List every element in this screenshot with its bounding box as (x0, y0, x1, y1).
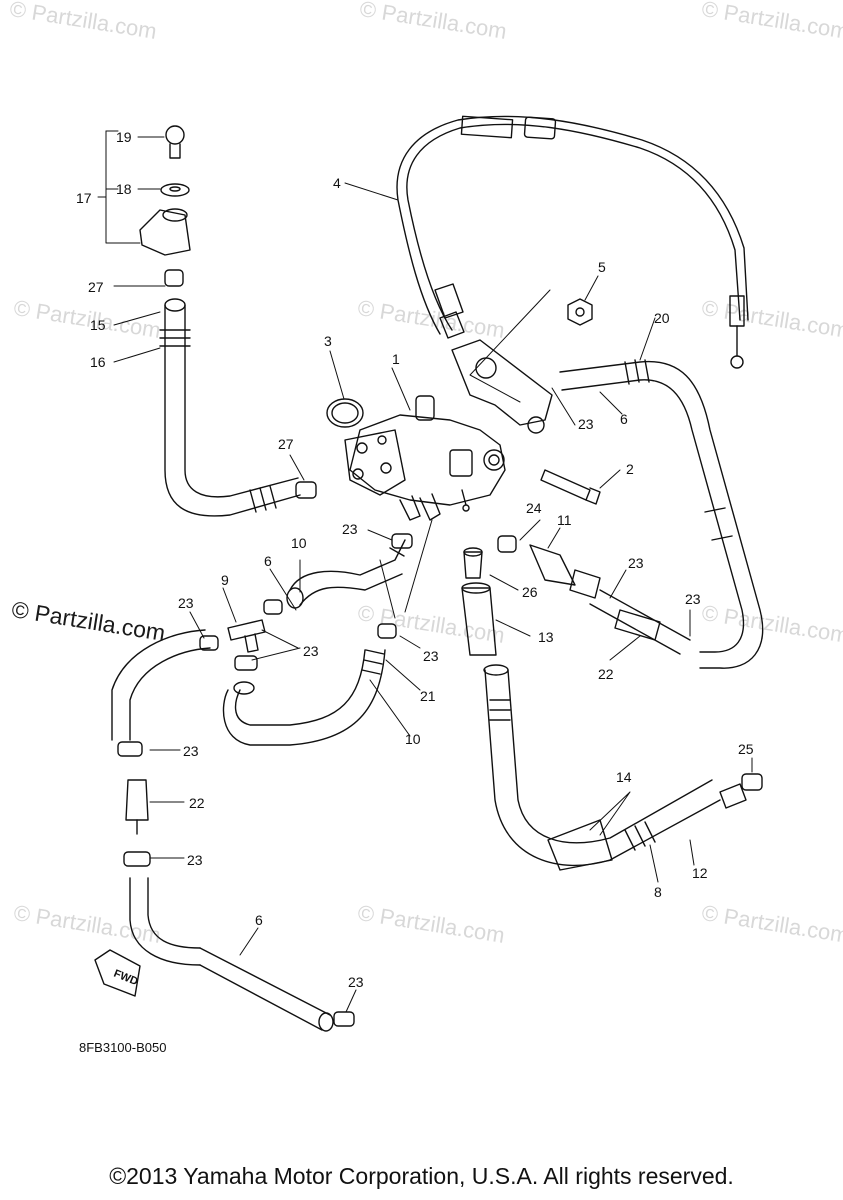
strainer-part-11 (529, 544, 601, 599)
callout-25: 25 (738, 741, 754, 757)
callouts: 1 2 3 4 5 6 6 6 8 9 10 10 11 12 13 14 15… (76, 129, 754, 990)
o-ring-part-3 (326, 398, 364, 428)
filter-part-22 (589, 589, 691, 655)
hose-part-10 (222, 539, 406, 746)
fwd-arrow-icon (94, 949, 141, 997)
oil-pump-part-1 (344, 339, 553, 521)
washer-part-18 (160, 183, 190, 197)
clip-part-27 (164, 269, 184, 287)
clip-part-23-center (391, 533, 413, 549)
callout-27b: 27 (278, 436, 294, 452)
callout-6c: 6 (255, 912, 263, 928)
copyright-text: ©2013 Yamaha Motor Corporation, U.S.A. A… (109, 1163, 734, 1189)
callout-23f: 23 (628, 555, 644, 571)
callout-20: 20 (654, 310, 670, 326)
callout-22a: 22 (598, 666, 614, 682)
fwd-label: FWD (112, 968, 140, 989)
callout-9: 9 (221, 572, 229, 588)
callout-12: 12 (692, 865, 708, 881)
callout-23c: 23 (178, 595, 194, 611)
callout-13: 13 (538, 629, 554, 645)
callout-23d: 23 (303, 643, 319, 659)
cable-part-4 (396, 115, 749, 369)
hose-part-6-left (111, 629, 355, 1032)
callout-27a: 27 (88, 279, 104, 295)
callout-3: 3 (324, 333, 332, 349)
holder-part-17 (139, 208, 191, 256)
callout-10a: 10 (291, 535, 307, 551)
callout-23h: 23 (183, 743, 199, 759)
callout-18: 18 (116, 181, 132, 197)
callout-17: 17 (76, 190, 92, 206)
clip-part-25 (741, 773, 763, 791)
callout-2: 2 (626, 461, 634, 477)
hose-part-16 (159, 298, 301, 517)
callout-6b: 6 (264, 553, 272, 569)
leader-lines (97, 130, 753, 1013)
callout-1: 1 (392, 351, 400, 367)
callout-10b: 10 (405, 731, 421, 747)
callout-26: 26 (522, 584, 538, 600)
callout-23a: 23 (578, 416, 594, 432)
callout-24: 24 (526, 500, 542, 516)
callout-21: 21 (420, 688, 436, 704)
clip-part-24 (497, 535, 517, 553)
callout-23e: 23 (423, 648, 439, 664)
callout-4: 4 (333, 175, 341, 191)
cap-part-26 (463, 547, 483, 579)
callout-19: 19 (116, 129, 132, 145)
hose-part-12 (483, 664, 747, 871)
clip-part-21 (377, 623, 397, 639)
nut-part-5 (567, 298, 593, 326)
diagram-code: 8FB3100-B050 (79, 1040, 167, 1055)
callout-5: 5 (598, 259, 606, 275)
callout-14: 14 (616, 769, 632, 785)
callout-23g: 23 (685, 591, 701, 607)
hose-part-20 (559, 359, 764, 669)
callout-15: 15 (90, 317, 106, 333)
callout-11: 11 (557, 512, 572, 528)
callout-22b: 22 (189, 795, 205, 811)
callout-23j: 23 (348, 974, 364, 990)
callout-23i: 23 (187, 852, 203, 868)
callout-6a: 6 (620, 411, 628, 427)
tube-part-13 (461, 582, 497, 656)
callout-8: 8 (654, 884, 662, 900)
bolt-part-2 (540, 469, 601, 505)
clip-part-23-left (199, 599, 283, 671)
callout-23b: 23 (342, 521, 358, 537)
bolt-part-19 (165, 125, 185, 159)
joint-part-9 (227, 619, 266, 653)
callout-16: 16 (90, 354, 106, 370)
clip-part-27b (295, 481, 317, 499)
